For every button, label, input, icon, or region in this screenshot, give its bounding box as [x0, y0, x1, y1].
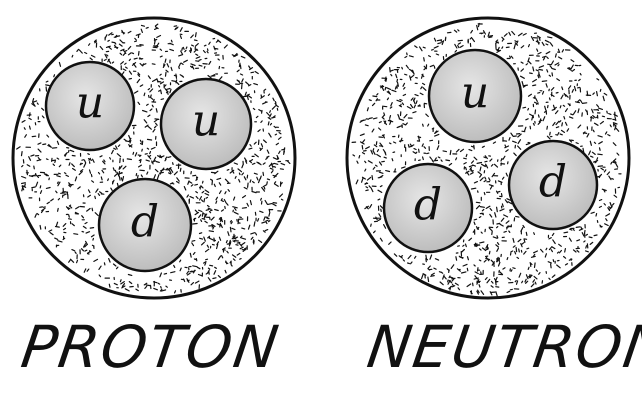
proton-quark-2-label: u	[192, 96, 220, 147]
proton-quark-3-label: d	[131, 197, 159, 248]
proton-title: PROTON	[18, 318, 284, 376]
neutron-quark-2: d	[384, 164, 472, 252]
proton-quark-1: u	[46, 62, 134, 150]
neutron-quark-2-label: d	[414, 180, 442, 231]
neutron-quark-3-label: d	[539, 157, 567, 208]
neutron-quark-1: u	[429, 50, 521, 142]
neutron-diagram: u d d	[347, 18, 629, 298]
proton-quark-1-label: u	[76, 78, 104, 129]
neutron-quark-3: d	[509, 141, 597, 229]
neutron-quark-1-label: u	[461, 68, 489, 119]
neutron-title: NEUTRON	[364, 318, 642, 376]
proton-quark-2: u	[161, 79, 251, 169]
proton-diagram: u u d	[13, 18, 295, 298]
proton-quark-3: d	[99, 179, 191, 271]
